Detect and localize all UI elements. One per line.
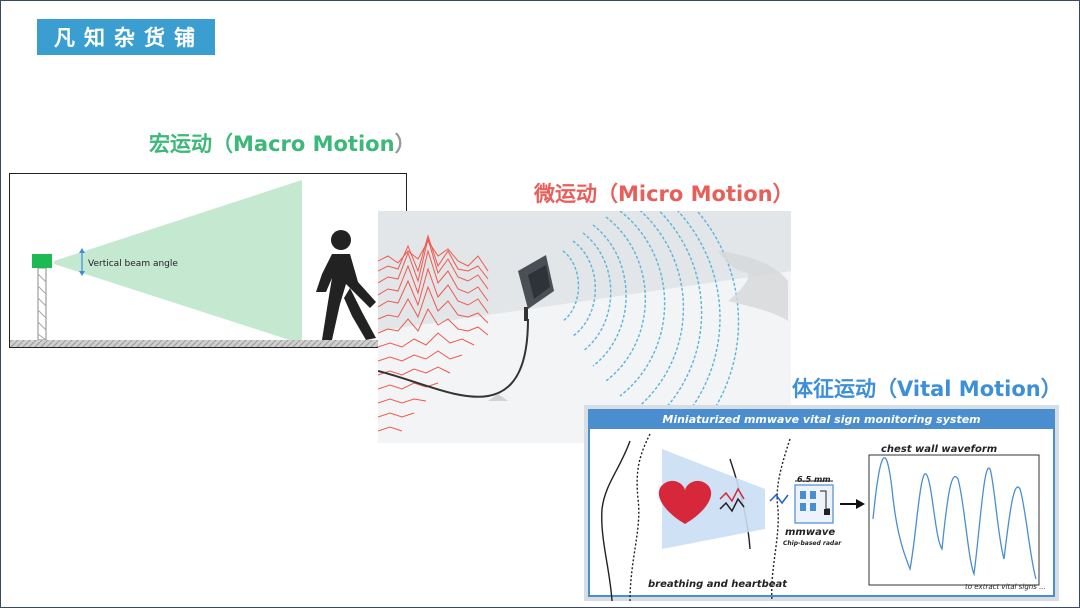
radar-beam xyxy=(662,449,765,549)
mmwave-chip-icon xyxy=(794,480,834,524)
micro-motion-illustration xyxy=(378,211,791,443)
macro-motion-title: 宏运动（Macro Motion xyxy=(149,132,395,156)
beam-angle-arrow xyxy=(79,248,85,276)
red-signal-waves xyxy=(378,234,489,432)
vital-motion-panel: Miniaturized mmwave vital sign monitorin… xyxy=(584,405,1059,601)
waveform-frame xyxy=(868,454,1040,586)
ground-strip xyxy=(10,340,406,347)
macro-motion-heading: 宏运动（Macro Motion） xyxy=(149,128,416,158)
macro-motion-illustration: Vertical beam angle xyxy=(10,180,406,347)
radar-sensor-icon xyxy=(32,254,52,268)
macro-motion-title-close: ） xyxy=(394,132,416,156)
heart-icon xyxy=(658,480,712,524)
chip-name-label: mmwave xyxy=(785,527,836,538)
walking-person-icon xyxy=(316,230,376,340)
radar-device xyxy=(518,255,554,321)
output-arrow-icon xyxy=(840,499,865,509)
hand-shape xyxy=(718,251,788,321)
breathing-caption: breathing and heartbeat xyxy=(648,579,788,590)
extract-caption: to extract vital signs ... xyxy=(965,583,1046,591)
vital-illustration xyxy=(601,433,1040,601)
vital-panel-title: Miniaturized mmwave vital sign monitorin… xyxy=(590,411,1053,429)
chest-wall-waveform xyxy=(872,457,1037,580)
device-cable xyxy=(378,318,529,398)
chip-sub-label: Chip-based radar xyxy=(783,540,842,547)
chip-size-label: 6.5 mm xyxy=(797,475,831,484)
vital-monitoring-box: Miniaturized mmwave vital sign monitorin… xyxy=(588,409,1055,601)
vital-motion-title: 体征运动（Vital Motion） xyxy=(792,377,1062,401)
micro-motion-photo xyxy=(378,211,791,443)
macro-motion-diagram: Vertical beam angle xyxy=(9,173,407,348)
waveform-label: chest wall waveform xyxy=(881,444,998,455)
beam-angle-label: Vertical beam angle xyxy=(88,259,178,269)
micro-motion-title: 微运动（Micro Motion） xyxy=(534,182,794,206)
brand-badge: 凡知杂货铺 xyxy=(37,19,215,55)
radar-beam-cone xyxy=(54,180,302,344)
